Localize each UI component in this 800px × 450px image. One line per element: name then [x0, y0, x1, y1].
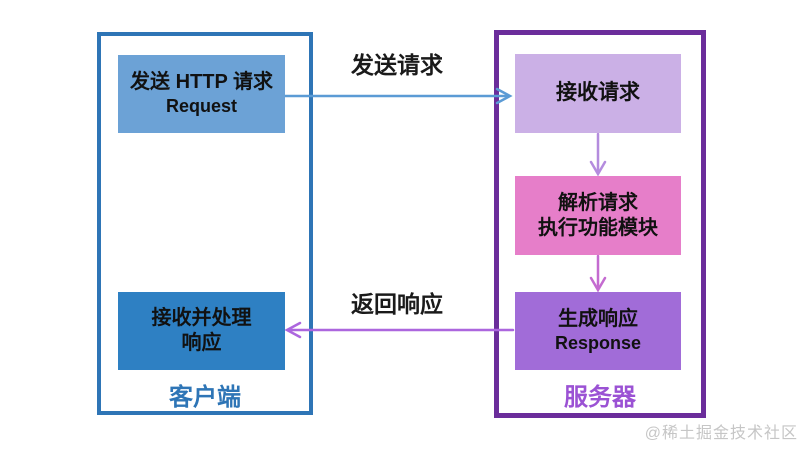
server-label: 服务器 [564, 384, 636, 411]
send-request-arrow-label: 发送请求 [351, 52, 443, 78]
client-label: 客户端 [169, 384, 241, 411]
server-parse-request-line1: 解析请求 [558, 191, 638, 214]
server-generate-response-line1: 生成响应 [558, 308, 638, 331]
client-receive-response-box: 接收并处理 响应 [118, 292, 285, 370]
client-receive-response-line1: 接收并处理 [151, 307, 252, 329]
client-send-request-line1: 发送 HTTP 请求 [130, 71, 273, 94]
client-receive-response-line2: 响应 [181, 332, 222, 354]
server-receive-request-line1: 接收请求 [556, 81, 640, 105]
return-response-arrow [284, 321, 515, 339]
server-generate-response-line2: Response [554, 333, 642, 354]
return-response-arrow-label: 返回响应 [351, 291, 443, 317]
send-request-arrow [283, 87, 513, 105]
server-generate-response-box: 生成响应 Response [515, 292, 681, 370]
watermark-text: @稀土掘金技术社区 [644, 425, 798, 442]
server-parse-request-line2: 执行功能模块 [538, 216, 658, 239]
server-parse-request-box: 解析请求 执行功能模块 [515, 176, 681, 255]
client-send-request-box: 发送 HTTP 请求 Request [118, 55, 285, 133]
server-receive-request-box: 接收请求 [515, 54, 681, 133]
client-send-request-line2: Request [165, 96, 237, 117]
